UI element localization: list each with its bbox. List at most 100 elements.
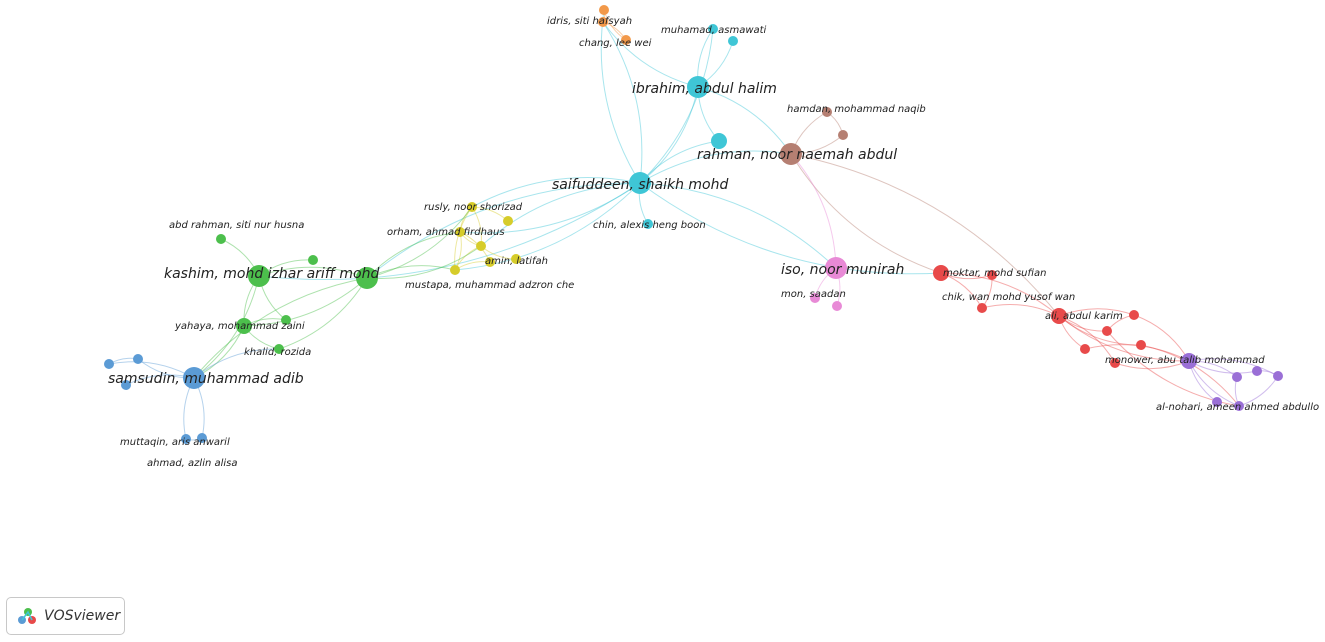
link <box>258 182 641 281</box>
author-node[interactable] <box>780 143 802 165</box>
author-node[interactable] <box>503 216 513 226</box>
author-node[interactable] <box>183 367 205 389</box>
author-node[interactable] <box>1102 326 1112 336</box>
link <box>639 86 699 184</box>
author-node[interactable] <box>216 234 226 244</box>
author-node[interactable] <box>1212 397 1222 407</box>
author-label[interactable]: samsudin, muhammad adib <box>108 371 304 387</box>
author-label[interactable]: amin, latifah <box>485 256 548 267</box>
link <box>602 21 643 184</box>
link <box>366 245 482 279</box>
author-node[interactable] <box>181 434 191 444</box>
node-layer <box>104 5 1283 444</box>
author-label[interactable]: al-nohari, ameen ahmed abdullo <box>1156 402 1319 413</box>
author-label[interactable]: hamdan, mohammad naqib <box>787 104 926 115</box>
author-node[interactable] <box>1232 372 1242 382</box>
author-label[interactable]: khalid, rozida <box>244 347 311 358</box>
author-node[interactable] <box>121 380 131 390</box>
author-node[interactable] <box>621 35 631 45</box>
author-label[interactable]: monower, abu talib mohammad <box>1105 355 1265 366</box>
author-label[interactable]: orham, ahmad firdhaus <box>387 227 505 238</box>
author-node[interactable] <box>728 36 738 46</box>
author-node[interactable] <box>832 301 842 311</box>
author-node[interactable] <box>450 265 460 275</box>
link <box>366 206 473 279</box>
author-node[interactable] <box>599 5 609 15</box>
author-node[interactable] <box>467 202 477 212</box>
author-node[interactable] <box>810 293 820 303</box>
author-label[interactable]: moktar, mohd sufian <box>943 268 1046 279</box>
author-node[interactable] <box>825 257 847 279</box>
author-label[interactable]: ahmad, azlin alisa <box>147 458 238 469</box>
author-node[interactable] <box>1136 340 1146 350</box>
author-node[interactable] <box>104 359 114 369</box>
vosviewer-badge[interactable]: VOSviewer <box>6 597 125 635</box>
link <box>258 266 368 279</box>
author-node[interactable] <box>977 303 987 313</box>
author-node[interactable] <box>236 318 252 334</box>
vosviewer-label: VOSviewer <box>44 608 121 624</box>
author-label[interactable]: muttaqin, aris anwaril <box>120 437 230 448</box>
author-label[interactable]: chin, alexis heng boon <box>593 220 706 231</box>
link <box>639 28 714 184</box>
author-label[interactable]: rahman, noor naemah abdul <box>697 147 897 163</box>
author-node[interactable] <box>687 76 709 98</box>
author-node[interactable] <box>711 133 727 149</box>
author-node[interactable] <box>1273 371 1283 381</box>
author-node[interactable] <box>838 130 848 140</box>
author-node[interactable] <box>708 24 718 34</box>
link <box>940 272 1060 317</box>
author-node[interactable] <box>1181 353 1197 369</box>
author-node[interactable] <box>1234 401 1244 411</box>
author-label[interactable]: iso, noor munirah <box>781 262 904 278</box>
link <box>1058 315 1190 362</box>
link <box>459 182 641 234</box>
author-label[interactable]: rusly, noor shorizad <box>424 202 523 213</box>
link <box>471 177 641 208</box>
author-node[interactable] <box>1129 310 1139 320</box>
author-node[interactable] <box>643 219 653 229</box>
author-node[interactable] <box>485 257 495 267</box>
author-node[interactable] <box>281 315 291 325</box>
author-node[interactable] <box>598 17 608 27</box>
link <box>600 9 641 184</box>
author-node[interactable] <box>629 172 651 194</box>
author-node[interactable] <box>197 433 207 443</box>
link <box>366 182 641 279</box>
author-label[interactable]: chang, lee wei <box>579 38 652 49</box>
link <box>454 182 641 271</box>
author-node[interactable] <box>455 227 465 237</box>
author-label[interactable]: ibrahim, abdul halim <box>632 81 777 97</box>
author-node[interactable] <box>987 270 997 280</box>
author-label[interactable]: saifuddeen, shaikh mohd <box>552 177 728 193</box>
author-label[interactable]: chik, wan mohd yusof wan <box>942 292 1075 303</box>
author-node[interactable] <box>1110 358 1120 368</box>
author-node[interactable] <box>1051 308 1067 324</box>
link <box>639 182 837 269</box>
author-node[interactable] <box>822 107 832 117</box>
link <box>1188 358 1279 377</box>
author-node[interactable] <box>248 265 270 287</box>
author-label[interactable]: ali, abdul karim <box>1045 311 1123 322</box>
author-label[interactable]: mustapa, muhammad adzron che <box>405 280 574 291</box>
author-node[interactable] <box>1252 366 1262 376</box>
link <box>193 275 260 379</box>
link <box>454 206 473 271</box>
link <box>790 153 837 269</box>
author-node[interactable] <box>511 254 521 264</box>
author-label[interactable]: mon, saadan <box>781 289 846 300</box>
author-node[interactable] <box>933 265 949 281</box>
author-node[interactable] <box>1080 344 1090 354</box>
author-label[interactable]: kashim, mohd izhar ariff mohd <box>164 266 379 282</box>
author-node[interactable] <box>308 255 318 265</box>
link <box>602 21 699 88</box>
author-node[interactable] <box>274 344 284 354</box>
author-node[interactable] <box>476 241 486 251</box>
author-label[interactable]: abd rahman, siti nur husna <box>169 220 304 231</box>
author-node[interactable] <box>133 354 143 364</box>
author-node[interactable] <box>356 267 378 289</box>
author-label[interactable]: muhamad, asmawati <box>661 25 767 36</box>
author-label[interactable]: idris, siti hafsyah <box>547 16 632 27</box>
author-label[interactable]: yahaya, mohammad zaini <box>174 321 305 332</box>
link <box>1058 315 1142 346</box>
